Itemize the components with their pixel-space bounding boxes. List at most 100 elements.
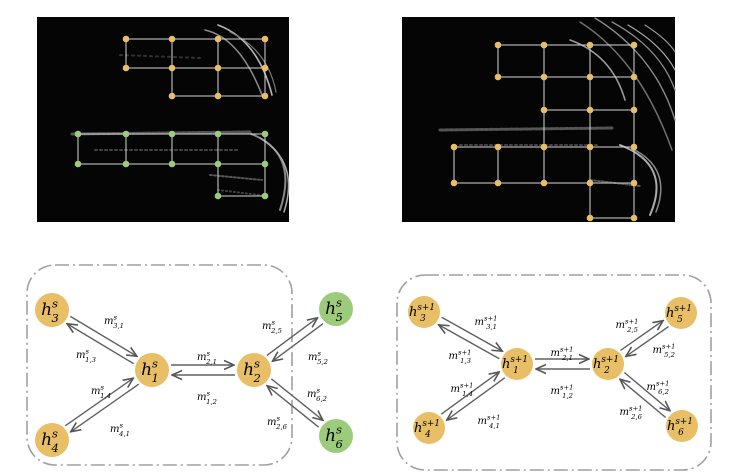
grid-node bbox=[168, 35, 176, 43]
grid-node bbox=[586, 106, 594, 114]
grid-node bbox=[540, 179, 548, 187]
grid-node bbox=[261, 35, 269, 43]
message-arrow-h4-h1 bbox=[64, 378, 133, 427]
message-arrow-h2-h5 bbox=[620, 321, 663, 351]
grid-node bbox=[214, 130, 222, 138]
grid-node bbox=[168, 130, 176, 138]
grid-node bbox=[122, 160, 130, 168]
node-h4 bbox=[35, 423, 69, 457]
node-h4 bbox=[413, 412, 445, 444]
grid-node bbox=[168, 92, 176, 100]
grid-node bbox=[586, 214, 594, 222]
node-h3 bbox=[408, 296, 440, 328]
grid-node bbox=[261, 92, 269, 100]
grid-node bbox=[261, 160, 269, 168]
graph-frame-left bbox=[26, 264, 293, 466]
message-arrow-h6-h2 bbox=[620, 379, 667, 419]
grid-node bbox=[630, 41, 638, 49]
message-arrow-h6-h2 bbox=[267, 386, 320, 428]
grid-node bbox=[122, 35, 130, 43]
grid-node bbox=[540, 73, 548, 81]
message-arrow-h1-h4 bbox=[447, 377, 506, 420]
message-arrow-h1-h4 bbox=[71, 383, 140, 432]
grid-node bbox=[630, 73, 638, 81]
message-arrow-h3-h1 bbox=[69, 315, 137, 356]
grid-node bbox=[494, 179, 502, 187]
grid-node bbox=[586, 143, 594, 151]
image-panel-left bbox=[37, 17, 290, 222]
superpixel-grid-right bbox=[450, 41, 638, 222]
grid-node bbox=[214, 92, 222, 100]
message-arrow-h2-h5 bbox=[266, 318, 318, 357]
grid-node bbox=[214, 64, 222, 72]
node-h1 bbox=[135, 353, 169, 387]
grid-node bbox=[214, 160, 222, 168]
node-h1 bbox=[501, 348, 533, 380]
message-arrow-h1-h3 bbox=[67, 324, 135, 365]
grid-node bbox=[74, 160, 82, 168]
grid-node bbox=[214, 35, 222, 43]
grid-node bbox=[450, 179, 458, 187]
graph-frame-right bbox=[396, 274, 712, 471]
grid-node bbox=[540, 41, 548, 49]
node-h2 bbox=[237, 353, 271, 387]
message-arrow-h3-h1 bbox=[441, 316, 503, 351]
grid-node bbox=[214, 192, 222, 200]
superpixel-grid-left bbox=[74, 35, 269, 200]
grid-node bbox=[586, 73, 594, 81]
grid-node bbox=[261, 64, 269, 72]
grid-node bbox=[586, 179, 594, 187]
message-arrow-h4-h1 bbox=[440, 372, 499, 415]
node-h5 bbox=[319, 292, 353, 326]
grid-node bbox=[630, 179, 638, 187]
message-arrow-h5-h2 bbox=[272, 322, 324, 362]
grid-node bbox=[586, 41, 594, 49]
grid-node bbox=[168, 160, 176, 168]
grid-node bbox=[630, 214, 638, 222]
grid-node bbox=[122, 64, 130, 72]
node-h6 bbox=[666, 410, 698, 442]
grid-node bbox=[494, 73, 502, 81]
message-arrow-h2-h6 bbox=[270, 378, 323, 421]
node-h5 bbox=[665, 297, 697, 329]
grid-node bbox=[630, 143, 638, 151]
grid-node bbox=[122, 130, 130, 138]
grid-node bbox=[168, 64, 176, 72]
grid-node bbox=[540, 143, 548, 151]
message-arrow-h2-h6 bbox=[623, 371, 670, 410]
image-panel-right bbox=[402, 17, 676, 222]
grid-node bbox=[74, 130, 82, 138]
grid-node bbox=[261, 192, 269, 200]
grid-node bbox=[540, 106, 548, 114]
message-arrow-h5-h2 bbox=[626, 326, 669, 357]
